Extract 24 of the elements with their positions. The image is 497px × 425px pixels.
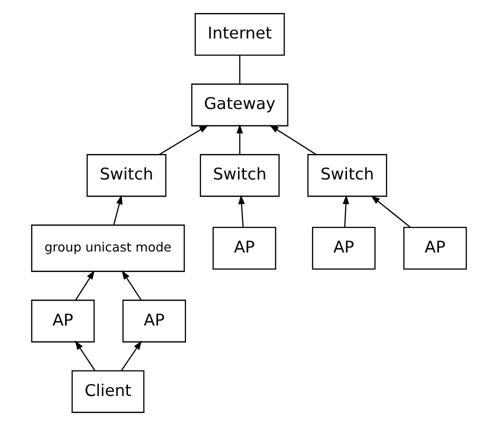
arrow xyxy=(120,340,142,370)
node-box: Client xyxy=(71,370,144,412)
arrow xyxy=(112,194,122,224)
node-box: AP xyxy=(212,226,276,270)
arrow xyxy=(268,124,316,155)
arrow xyxy=(370,195,410,228)
node-box: AP xyxy=(30,299,94,342)
arrow xyxy=(342,194,349,227)
node-box: Internet xyxy=(194,12,284,56)
node-box: AP xyxy=(312,226,376,270)
node-box: group unicast mode xyxy=(30,224,184,272)
arrow xyxy=(121,270,142,300)
node-box: Switch xyxy=(306,154,387,196)
node-box: Switch xyxy=(86,154,166,196)
node-box: AP xyxy=(122,299,186,342)
node-box: Switch xyxy=(199,154,280,196)
node-box: AP xyxy=(402,226,466,270)
arrow xyxy=(236,124,242,154)
arrow xyxy=(74,270,94,300)
arrow xyxy=(158,124,208,155)
node-box: Gateway xyxy=(190,83,288,126)
arrow xyxy=(238,194,244,227)
arrow xyxy=(74,340,95,370)
connector xyxy=(238,54,240,84)
